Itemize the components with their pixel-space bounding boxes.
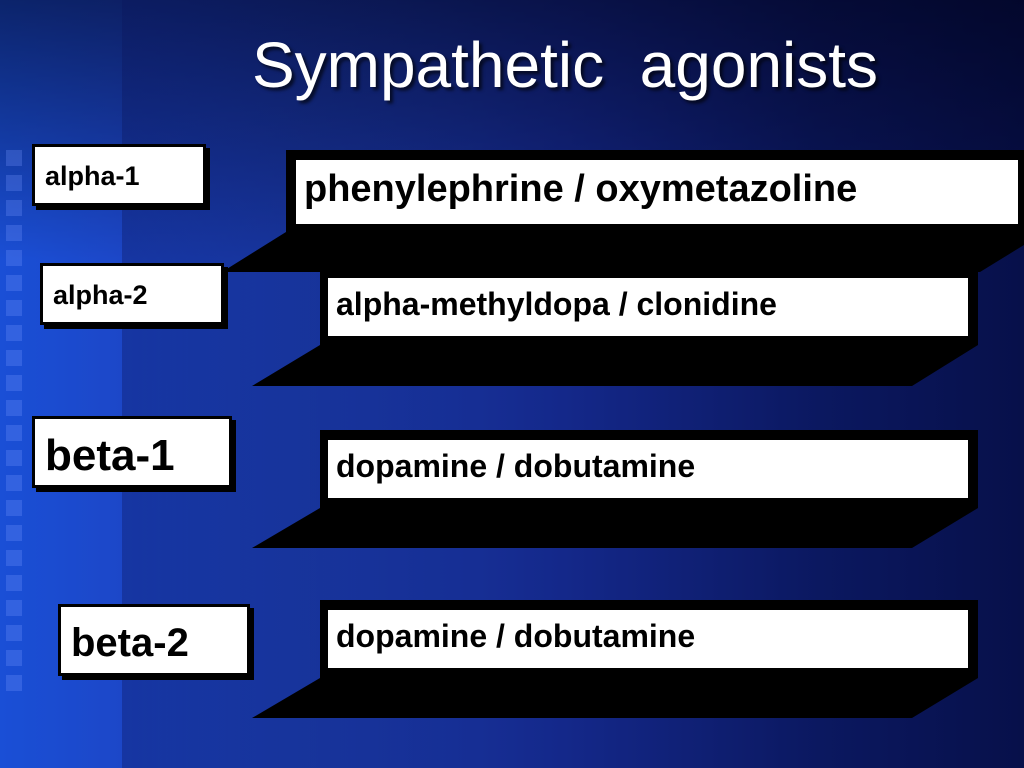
receptor-label-alpha-2: alpha-2 [40,263,224,325]
slide-title: Sympathetic agonists [251,29,879,101]
receptor-label-beta-1: beta-1 [32,416,232,488]
receptor-label-beta-2: beta-2 [58,604,250,676]
decorative-squares [6,150,30,710]
drug-box-beta-1: dopamine / dobutamine [328,440,968,498]
drug-box-alpha-1: phenylephrine / oxymetazoline [296,160,1018,224]
receptor-label-alpha-1: alpha-1 [32,144,206,206]
drug-box-beta-2: dopamine / dobutamine [328,610,968,668]
drug-box-alpha-2: alpha-methyldopa / clonidine [328,278,968,336]
